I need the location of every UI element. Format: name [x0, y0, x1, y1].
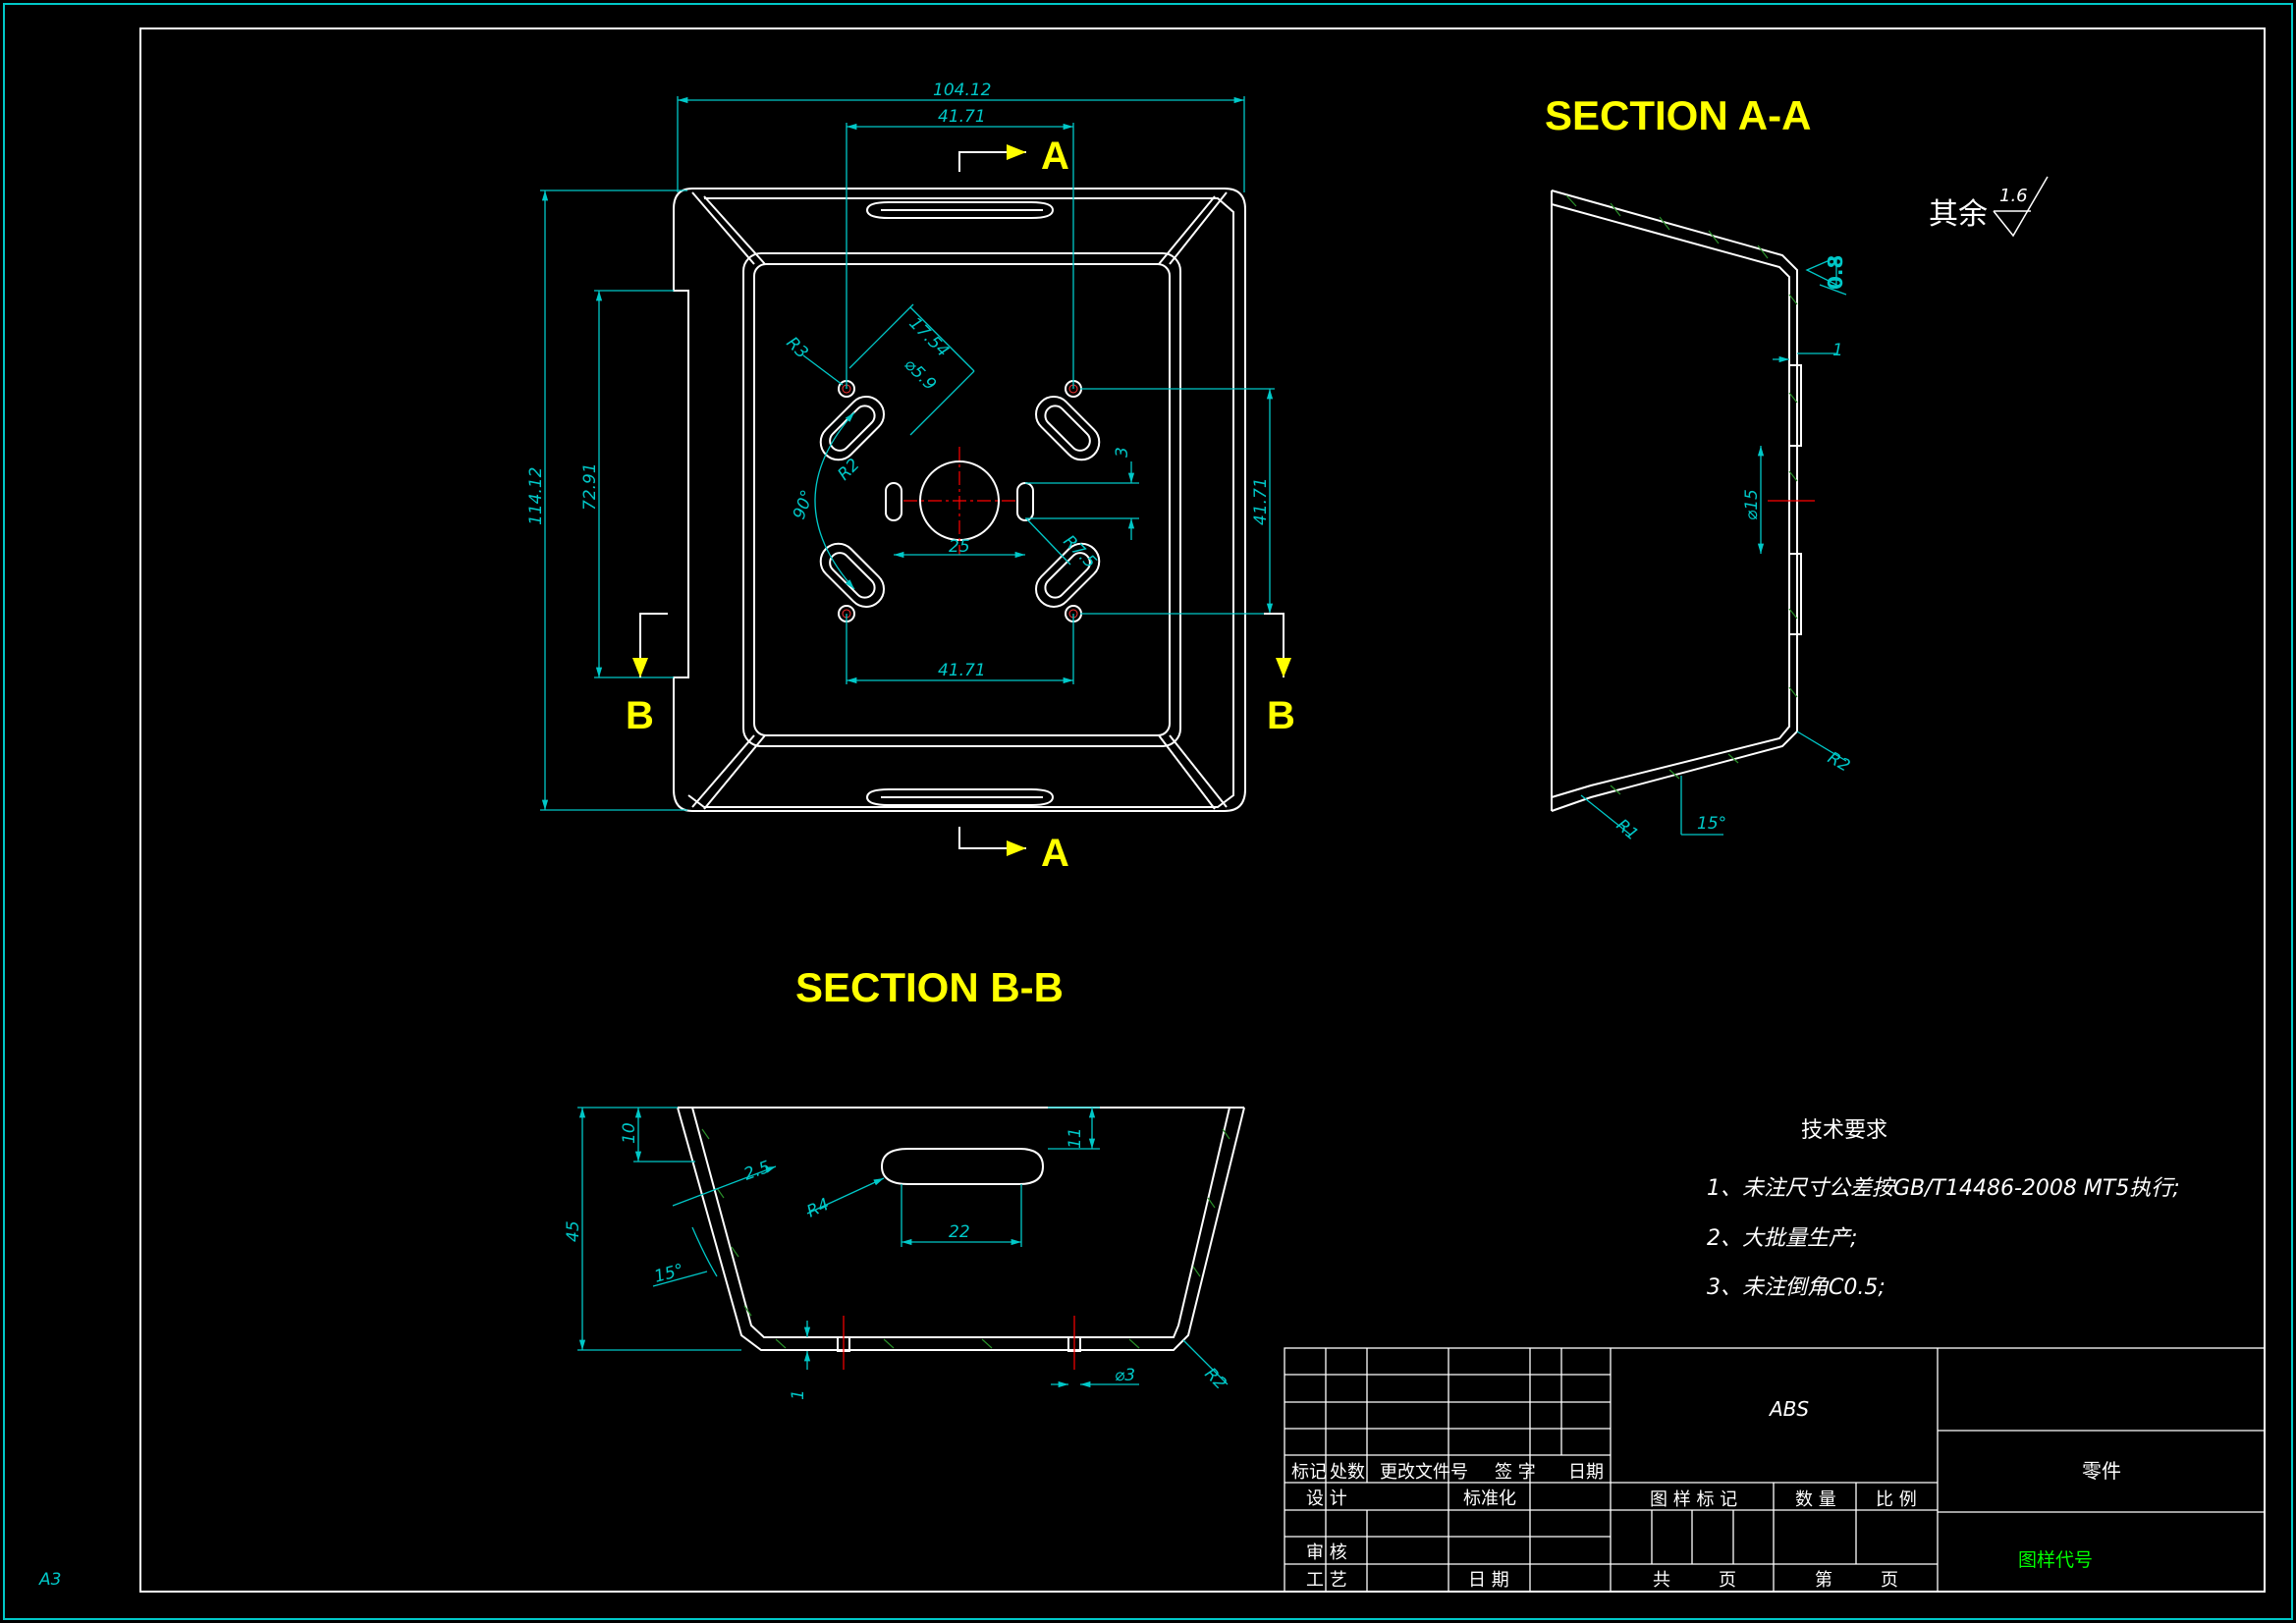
tech-req-item-3: 3、未注倒角C0.5;	[1707, 1275, 1886, 1300]
dim-overall-width: 104.12	[933, 81, 991, 100]
cut-label-b-right: B	[1267, 694, 1295, 737]
tb-process: 工 艺	[1306, 1570, 1347, 1591]
dim-aa-dia15: ⌀15	[1742, 489, 1762, 520]
dim-hole-spacing-bottom: 41.71	[938, 661, 986, 680]
tb-design: 设 计	[1306, 1488, 1347, 1509]
cut-label-b-left: B	[626, 694, 654, 737]
tb-page-1: 页	[1719, 1570, 1736, 1591]
tb-page-2: 页	[1881, 1570, 1898, 1591]
tb-date: 日 期	[1468, 1570, 1509, 1591]
top-view	[673, 188, 1246, 812]
dim-bb-10: 10	[620, 1122, 639, 1144]
dim-aa-r1: R1	[1613, 816, 1642, 845]
dim-bb-r2: R2	[1200, 1364, 1230, 1393]
cut-label-a-top: A	[1041, 135, 1069, 178]
dim-aa-wall: 1	[1832, 341, 1843, 360]
dim-bb-dia3: ⌀3	[1115, 1366, 1135, 1385]
svg-text:1.6: 1.6	[1999, 186, 2028, 206]
dim-aa-r2: R2	[1825, 748, 1854, 777]
surface-note: 其余 1.6	[1929, 176, 2049, 238]
tb-drawing-mark: 图 样 标 记	[1650, 1489, 1737, 1510]
tb-header-doc: 更改文件号	[1380, 1462, 1468, 1483]
tb-standardization: 标准化	[1463, 1488, 1516, 1509]
tb-material: ABS	[1768, 1397, 1809, 1421]
sheet-size-label: A3	[38, 1570, 61, 1590]
section-aa-title: SECTION A-A	[1545, 92, 1811, 138]
dim-bb-45: 45	[564, 1220, 583, 1242]
section-aa-view: 1 ⌀15 R2 R1 15° 0.8	[1551, 189, 1854, 845]
dim-hole-spacing-right: 41.71	[1251, 477, 1271, 525]
svg-text:其余: 其余	[1929, 197, 1988, 232]
section-bb-view	[677, 1107, 1245, 1370]
technical-requirements: 技术要求 1、未注尺寸公差按GB/T14486-2008 MT5执行; 2、大批…	[1707, 1118, 2180, 1300]
dim-bb-15deg: 15°	[652, 1261, 685, 1287]
tb-header-mark: 标记	[1291, 1462, 1327, 1483]
dim-slot-3: 3	[1113, 447, 1132, 458]
dim-angle: 90°	[790, 488, 818, 522]
tb-part-name: 零件	[2082, 1459, 2121, 1483]
dim-bb-22: 22	[949, 1222, 970, 1242]
tb-quantity: 数 量	[1795, 1489, 1836, 1510]
section-bb-dimensions: 45 10 2.5 R4 15° 22 11 1 ⌀3 R2	[564, 1107, 1230, 1400]
tb-sheet-no: 第	[1815, 1570, 1832, 1591]
cut-label-a-bottom: A	[1041, 832, 1069, 875]
title-block: 标记 处数 更改文件号 签 字 日期 设 计 标准化 审 核 工 艺 日 期 A…	[1284, 1347, 2266, 1593]
tech-req-title: 技术要求	[1801, 1118, 1887, 1143]
section-bb-title: SECTION B-B	[795, 964, 1064, 1010]
dim-bb-r4: R4	[804, 1195, 833, 1222]
tb-review: 审 核	[1306, 1542, 1347, 1563]
dim-bb-25: 2.5	[741, 1158, 773, 1185]
dim-center-25: 25	[949, 537, 970, 557]
inner-border	[139, 27, 2266, 1593]
dim-hole-spacing-top: 41.71	[938, 107, 986, 127]
dim-bb-11: 11	[1066, 1127, 1085, 1149]
tb-total: 共	[1653, 1570, 1670, 1591]
dim-bb-1: 1	[789, 1389, 808, 1400]
dim-slot-dia: ⌀5.9	[900, 354, 940, 395]
tb-header-date: 日期	[1568, 1462, 1604, 1483]
dim-slot-length: 17.54	[904, 313, 953, 361]
tech-req-item-1: 1、未注尺寸公差按GB/T14486-2008 MT5执行;	[1707, 1176, 2180, 1201]
dim-aa-angle: 15°	[1697, 814, 1726, 834]
roughness-aa: 0.8	[1824, 255, 1847, 290]
cut-markers: A A B B	[626, 135, 1295, 875]
dim-overall-height: 114.12	[526, 467, 546, 525]
outer-border	[3, 3, 2293, 1620]
dim-handle-height: 72.91	[580, 462, 600, 511]
tb-drawing-no: 图样代号	[2018, 1549, 2093, 1571]
tb-header-count: 处数	[1330, 1462, 1365, 1483]
tech-req-item-2: 2、大批量生产;	[1707, 1226, 1857, 1251]
tb-scale: 比 例	[1876, 1489, 1917, 1510]
tb-header-sign: 签 字	[1495, 1462, 1536, 1483]
